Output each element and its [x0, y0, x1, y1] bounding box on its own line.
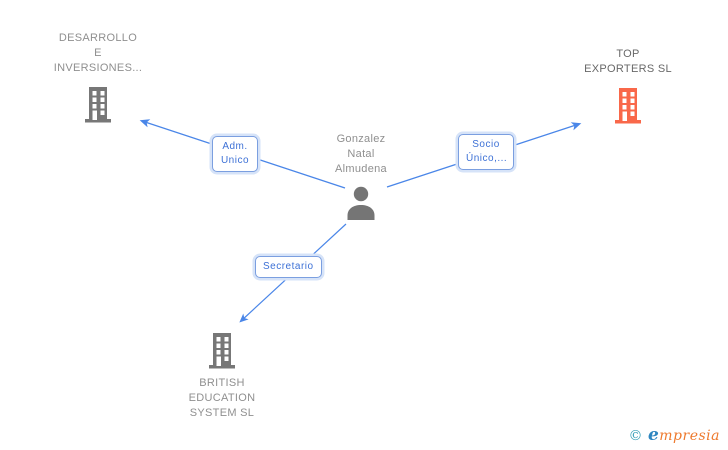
edge-label-adm-unico[interactable]: Adm. Unico [212, 136, 258, 172]
edge-label-secretario[interactable]: Secretario [255, 256, 322, 278]
company-name-label: BRITISH EDUCATION SYSTEM SL [188, 377, 256, 419]
node-company-top-exporters[interactable]: TOP EXPORTERS SL [563, 47, 693, 124]
person-icon [347, 186, 375, 220]
company-name-label: TOP EXPORTERS SL [584, 48, 672, 75]
copyright-icon: © [628, 428, 643, 444]
building-icon [209, 333, 235, 369]
building-icon [85, 87, 111, 123]
company-name-label: DESARROLLO E INVERSIONES... [53, 32, 143, 74]
building-icon [615, 88, 641, 124]
empresia-watermark: © empresia [628, 425, 720, 445]
node-person-gonzalez[interactable]: Gonzalez Natal Almudena [303, 132, 419, 220]
person-name-label: Gonzalez Natal Almudena [335, 133, 387, 175]
brand-logo-letter: e [647, 425, 660, 445]
node-company-british-education[interactable]: BRITISH EDUCATION SYSTEM SL [164, 331, 280, 421]
node-company-desarrollo[interactable]: DESARROLLO E INVERSIONES... [33, 31, 163, 123]
edge-label-socio-unico[interactable]: Socio Único,... [458, 134, 514, 170]
brand-name: mpresia [659, 428, 720, 444]
